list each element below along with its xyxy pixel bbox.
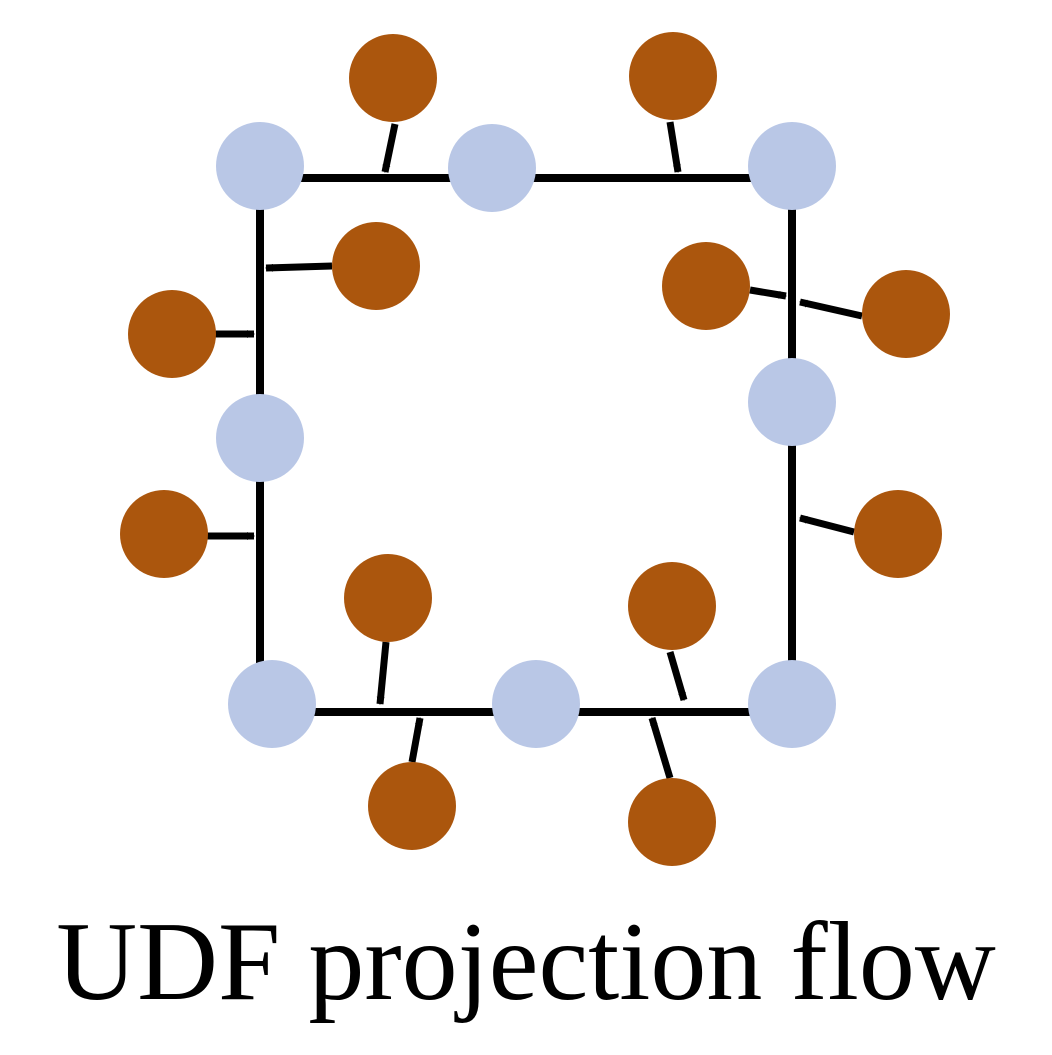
projection-arrows <box>206 121 863 780</box>
vertex-node <box>748 122 836 210</box>
vertex-node <box>228 660 316 748</box>
query-point <box>628 562 716 650</box>
projection-arrow <box>749 286 787 300</box>
vertex-node <box>492 660 580 748</box>
query-point <box>120 490 208 578</box>
vertex-node <box>216 122 304 210</box>
query-point <box>662 242 750 330</box>
projection-arrow <box>408 717 424 763</box>
query-point <box>344 554 432 642</box>
query-point <box>862 270 950 358</box>
projection-arrow <box>376 641 390 705</box>
projection-arrow <box>381 123 399 173</box>
projection-arrow <box>666 121 682 173</box>
vertex-node <box>748 358 836 446</box>
query-point <box>854 490 942 578</box>
query-point <box>629 32 717 120</box>
query-points <box>120 32 950 866</box>
projection-arrow <box>648 716 674 780</box>
vertex-node <box>748 660 836 748</box>
query-point <box>368 762 456 850</box>
query-point <box>332 222 420 310</box>
projection-arrow <box>799 514 855 536</box>
query-point <box>349 34 437 122</box>
vertex-node <box>448 124 536 212</box>
surface-vertices <box>216 122 836 748</box>
vertex-node <box>216 394 304 482</box>
query-point <box>628 778 716 866</box>
projection-arrow <box>265 262 333 272</box>
diagram-caption: UDF projection flow <box>56 900 996 1024</box>
projection-arrow <box>799 298 863 320</box>
projection-arrow <box>666 651 688 701</box>
query-point <box>128 290 216 378</box>
